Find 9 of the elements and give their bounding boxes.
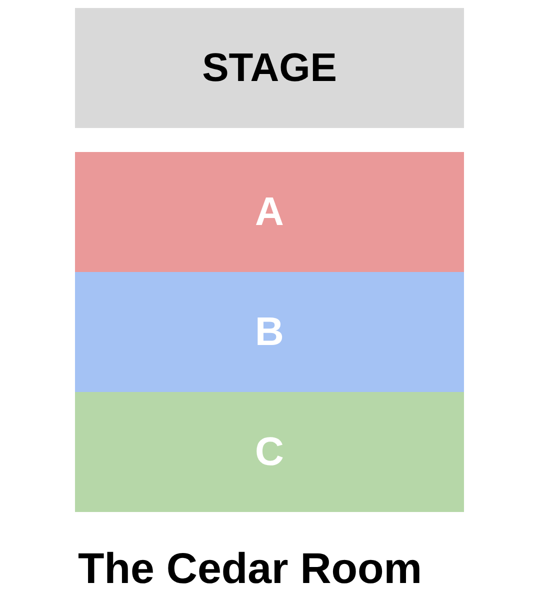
section-label: B xyxy=(255,310,284,354)
section-label: C xyxy=(255,430,284,474)
seating-section xyxy=(75,272,464,392)
stage-label: STAGE xyxy=(202,46,337,90)
section-label: A xyxy=(255,190,284,234)
seating-section xyxy=(75,152,464,272)
stage-area xyxy=(75,8,464,128)
venue-title: The Cedar Room xyxy=(78,545,422,594)
seating-section xyxy=(75,392,464,512)
